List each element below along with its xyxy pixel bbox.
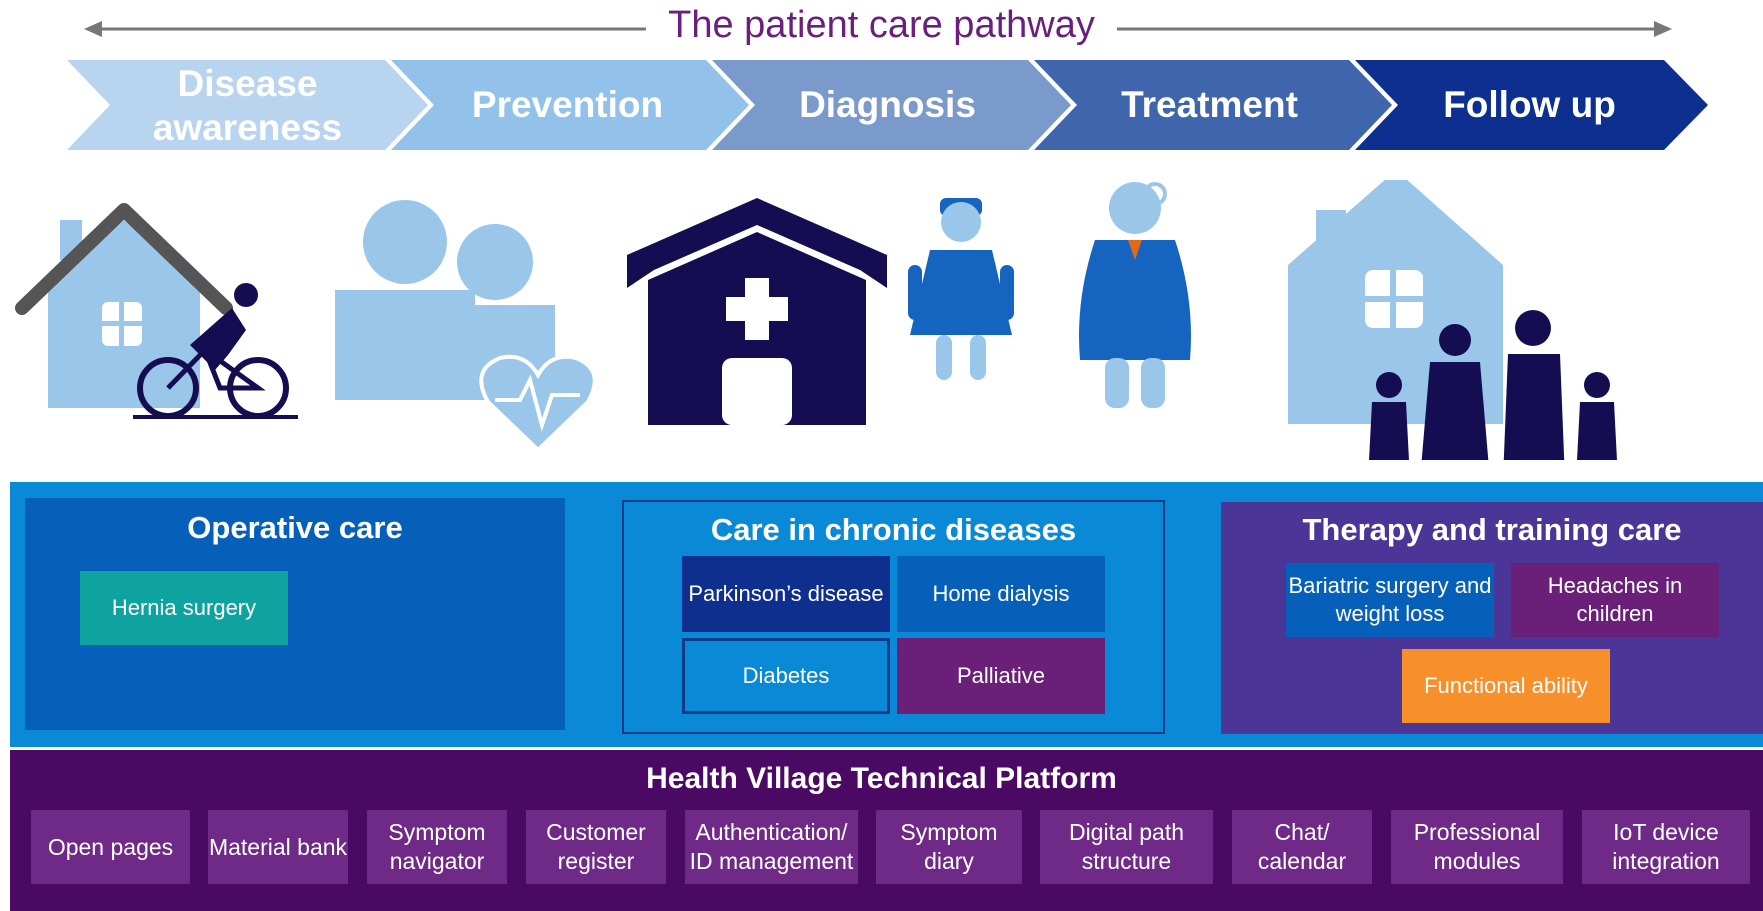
stage-label-disease-awareness: Disease awareness [152, 63, 343, 148]
nurse-icon [908, 198, 1014, 380]
module-authentication: Authentication/ ID management [685, 810, 858, 884]
tile-functional-ability: Functional ability [1402, 649, 1610, 723]
family-home-icon [1288, 180, 1617, 460]
module-open-pages: Open pages [31, 810, 190, 884]
module-symptom-navigator: Symptom navigator [367, 810, 507, 884]
panel-title-chronic-diseases: Care in chronic diseases [710, 512, 1077, 547]
stage-label-follow-up: Follow up [1443, 84, 1616, 125]
house-bicycle-icon [15, 203, 298, 419]
tile-home-dialysis: Home dialysis [897, 556, 1105, 632]
platform-title: Health Village Technical Platform [646, 762, 1117, 795]
tile-headaches-children: Headaches in children [1511, 563, 1719, 637]
stage-label-treatment: Treatment [1121, 84, 1298, 125]
tile-parkinsons: Parkinson’s disease [682, 556, 890, 632]
chevron-disease-awareness [67, 60, 428, 150]
module-symptom-diary: Symptom diary [876, 810, 1022, 884]
tile-palliative: Palliative [897, 638, 1105, 714]
pathway-chevrons [67, 60, 1708, 150]
stage-label-diagnosis: Diagnosis [799, 84, 976, 125]
panel-title-operative-care: Operative care [187, 510, 403, 545]
panel-title-therapy-training: Therapy and training care [1302, 512, 1682, 547]
illustrations [15, 180, 1617, 460]
tile-hernia-surgery: Hernia surgery [80, 571, 288, 645]
chevron-prevention [391, 60, 749, 150]
tile-diabetes: Diabetes [682, 638, 890, 714]
module-customer-register: Customer register [526, 810, 666, 884]
module-material-bank: Material bank [208, 810, 348, 884]
doctor-icon [1079, 182, 1191, 408]
module-digital-path: Digital path structure [1040, 810, 1213, 884]
chevron-diagnosis [712, 60, 1071, 150]
page-title: The patient care pathway [0, 4, 1763, 47]
tile-bariatric-surgery: Bariatric surgery and weight loss [1286, 563, 1494, 637]
hospital-icon [627, 198, 887, 425]
chevron-follow-up [1355, 60, 1708, 150]
prevention-people-heart-icon [335, 200, 597, 453]
module-iot-integration: IoT device integration [1582, 810, 1750, 884]
stage-label-prevention: Prevention [471, 84, 664, 125]
module-chat-calendar: Chat/ calendar [1232, 810, 1372, 884]
module-professional: Professional modules [1391, 810, 1563, 884]
chevron-treatment [1034, 60, 1392, 150]
